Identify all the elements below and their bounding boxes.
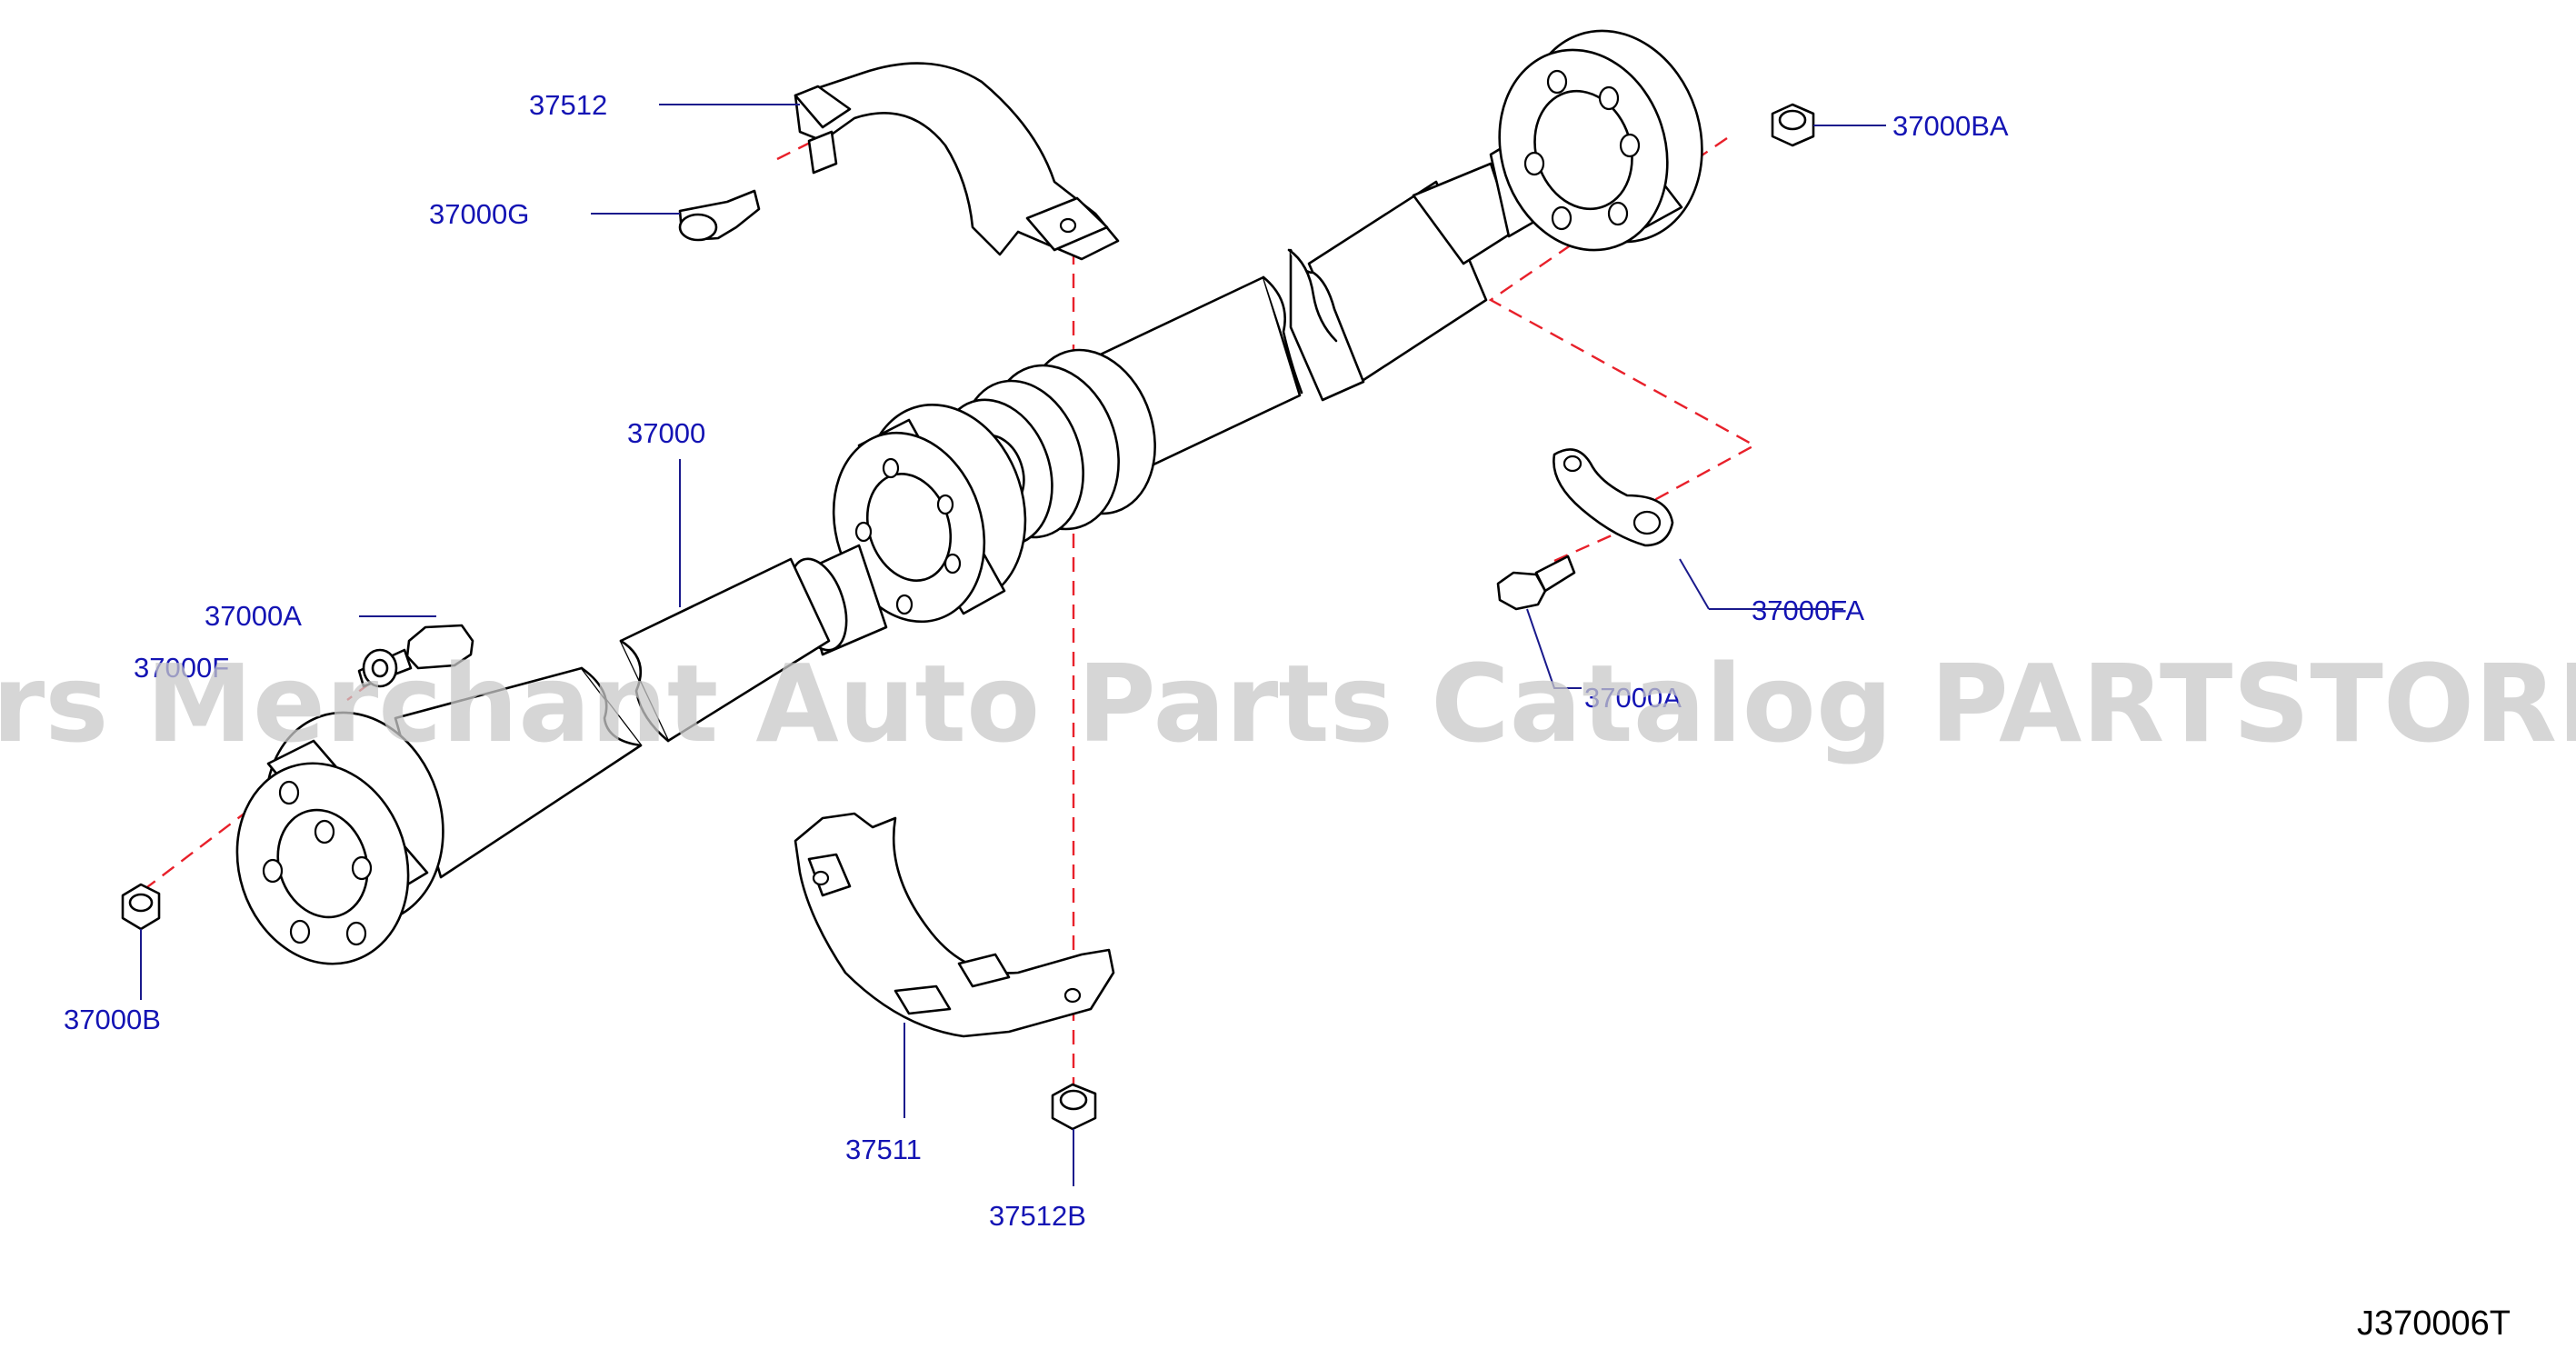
rear-tube-break [1287, 248, 1338, 343]
label-37000B: 37000B [64, 1004, 161, 1035]
leader-lines [140, 104, 1886, 1186]
label-37512: 37512 [529, 89, 607, 121]
nut-37000BA [1771, 103, 1815, 147]
label-37000BA: 37000BA [1892, 110, 2009, 142]
label-37000A: 37000A [205, 600, 302, 632]
label-37511: 37511 [845, 1134, 922, 1165]
watermark-text: Offers Merchant Auto Parts Catalog PARTS… [0, 641, 2576, 766]
washer-37000F [362, 648, 398, 688]
label-37000: 37000 [627, 417, 705, 449]
part-labels: 37512 37000G 37000BA 37000 37000A 37000F… [64, 89, 2009, 1232]
clip-37000G [678, 189, 761, 242]
label-37000F: 37000F [134, 652, 229, 684]
label-37000FA: 37000FA [1752, 595, 1864, 626]
front-flange-bolt-holes [262, 780, 373, 946]
lower-bracket [794, 812, 1115, 1038]
label-37000G: 37000G [429, 198, 529, 230]
nut-37512B [1051, 1083, 1097, 1131]
middle-tube-break [1262, 275, 1303, 395]
front-tube-break [619, 639, 670, 743]
rear-flange-bolt-holes [1523, 69, 1641, 231]
bolt-37000A-right [1496, 555, 1576, 611]
label-37000A-right: 37000A [1584, 682, 1682, 714]
nut-37000B [121, 883, 161, 931]
front-tube [619, 557, 831, 743]
upper-bracket [794, 62, 1120, 261]
center-flange-bolt-holes [854, 457, 962, 615]
diagram-code: J370006T [2357, 1304, 2511, 1343]
label-37512B: 37512B [989, 1200, 1086, 1232]
propeller-shaft [235, 29, 1703, 965]
lock-plate-37000FA [1553, 448, 1674, 547]
